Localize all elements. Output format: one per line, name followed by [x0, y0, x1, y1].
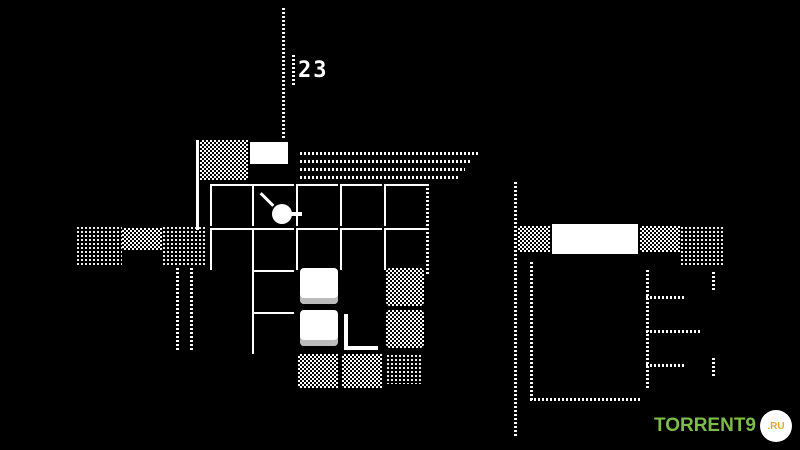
- pillar: [190, 268, 193, 352]
- counter: [552, 224, 638, 254]
- rubble: [386, 354, 422, 384]
- shelf: [712, 272, 715, 292]
- wall: [530, 262, 533, 400]
- stairs-icon[interactable]: [344, 314, 378, 350]
- floor-tile: [384, 228, 426, 270]
- roof-line: [300, 176, 458, 179]
- shelf: [646, 364, 686, 367]
- shelf: [712, 358, 715, 378]
- timer-bar: [292, 55, 295, 85]
- wall: [514, 182, 517, 438]
- countdown-timer: 23: [298, 58, 329, 83]
- rubble: [342, 354, 382, 388]
- shelf: [646, 330, 702, 333]
- rubble: [298, 354, 338, 388]
- floor-tile: [384, 184, 426, 226]
- pillar: [176, 268, 179, 352]
- floor-tile: [340, 228, 382, 270]
- floor-tile: [340, 184, 382, 226]
- walkway: [76, 226, 122, 266]
- walkway: [162, 226, 206, 266]
- walkway: [518, 226, 550, 252]
- watermark: TORRENT9 .RU: [654, 410, 792, 442]
- roof-line: [300, 160, 472, 163]
- floor-tile: [252, 270, 294, 312]
- floor-tile: [252, 228, 294, 270]
- wall: [426, 184, 429, 274]
- floor-edge: [530, 398, 640, 401]
- floor-tile: [252, 312, 294, 354]
- pushable-block[interactable]: [300, 310, 338, 346]
- pushable-block[interactable]: [300, 268, 338, 304]
- wall: [196, 140, 199, 230]
- watermark-tld: .RU: [760, 410, 792, 442]
- player-character[interactable]: [272, 204, 292, 224]
- floor-tile: [210, 228, 252, 270]
- watermark-brand: TORRENT9: [653, 415, 756, 436]
- roof-tile: [200, 140, 248, 180]
- floor-tile: [210, 184, 252, 226]
- player-beak: [290, 212, 302, 216]
- cracked-block: [386, 268, 424, 306]
- shelf: [646, 296, 686, 299]
- roof-block: [250, 142, 288, 164]
- walkway: [680, 226, 724, 266]
- walkway: [122, 228, 162, 250]
- roof-line: [300, 152, 478, 155]
- floor-tile: [252, 184, 294, 226]
- roof-line: [300, 168, 465, 171]
- floor-tile: [296, 228, 338, 270]
- pole: [282, 8, 285, 138]
- cracked-block: [386, 310, 424, 348]
- walkway: [640, 226, 680, 252]
- floor-tile: [296, 184, 338, 226]
